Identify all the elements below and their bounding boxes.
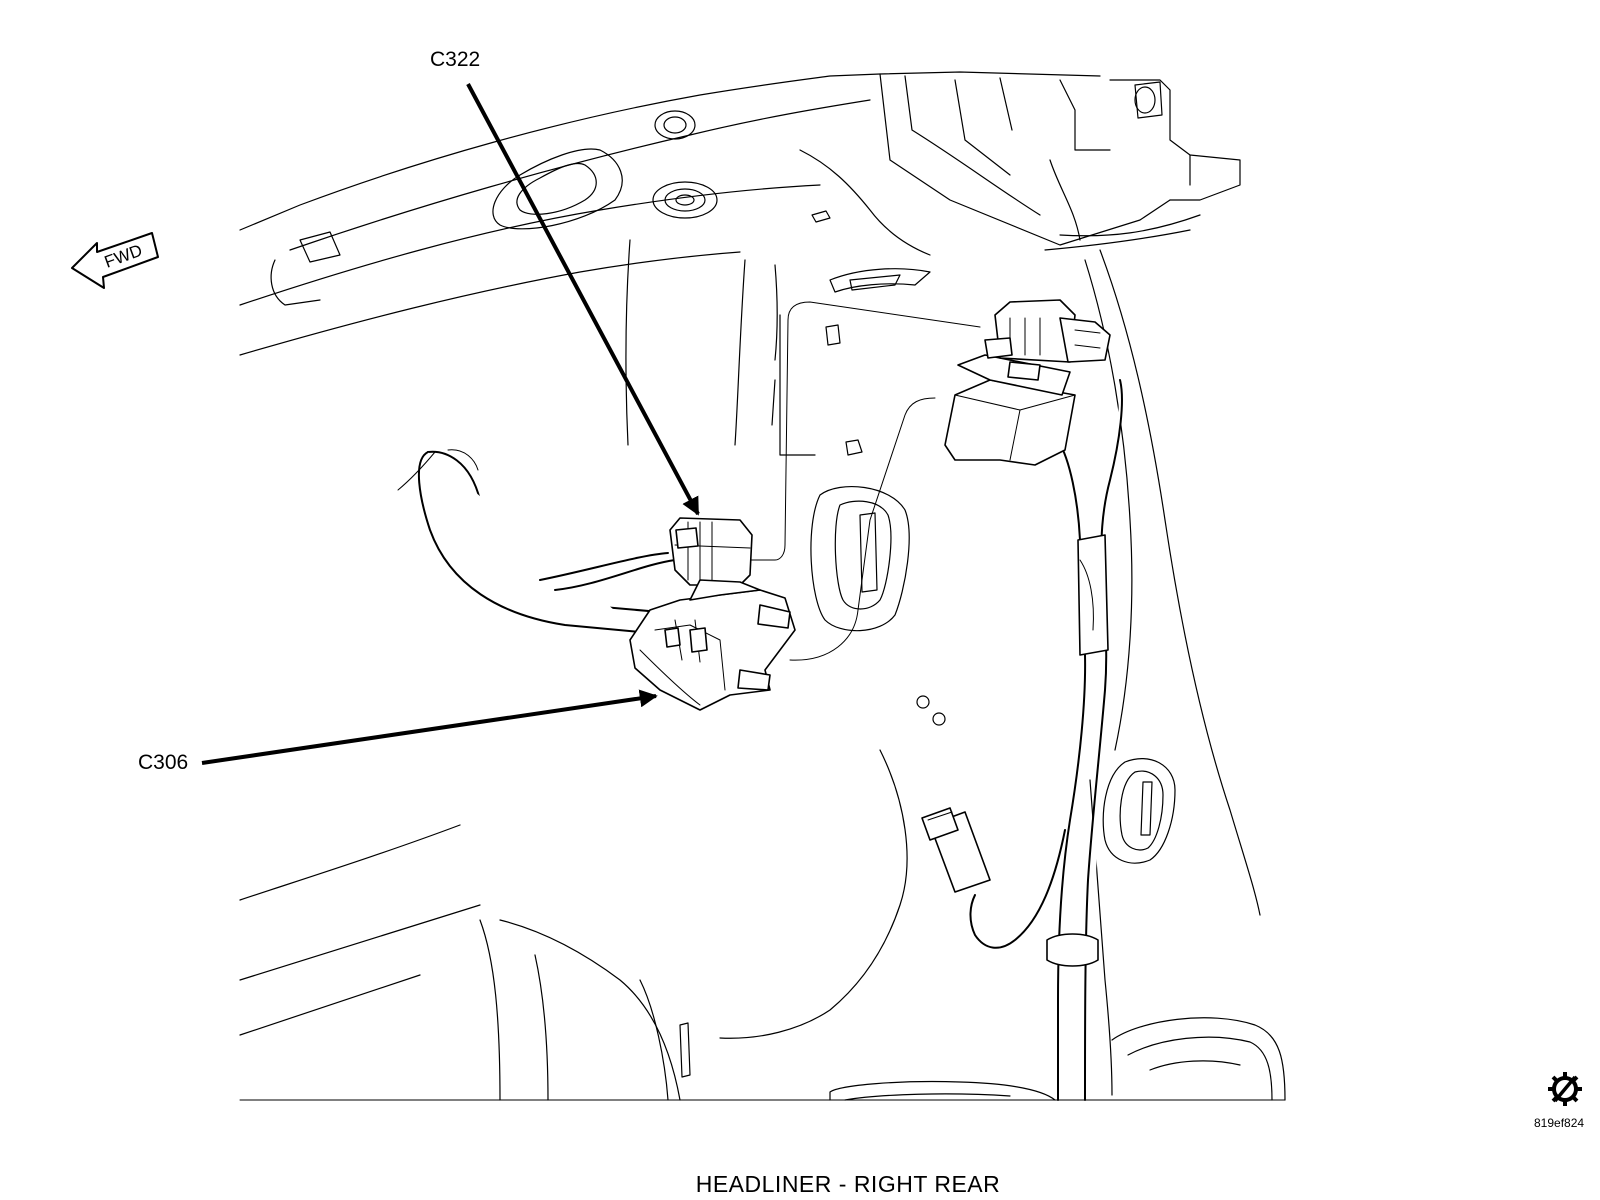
c322-leader-arrow	[466, 83, 700, 516]
wiring-harness	[397, 301, 1123, 1101]
c322-connector	[669, 517, 753, 586]
arrow-left-outline-icon	[71, 232, 159, 289]
gear-wrench-icon	[1548, 1072, 1582, 1106]
upper-connector-assembly	[944, 299, 1111, 466]
c306-connector	[629, 579, 796, 711]
c322-label: C322	[430, 48, 480, 71]
logo	[1548, 1072, 1582, 1106]
callouts: C322 C306	[138, 48, 700, 774]
c306-leader-arrow	[201, 689, 658, 765]
vehicle-body-structure	[239, 71, 1286, 1101]
c306-label: C306	[138, 751, 188, 774]
image-code: 819ef824	[1534, 1116, 1584, 1130]
diagram-title: HEADLINER - RIGHT REAR	[696, 1171, 1001, 1197]
fwd-direction-arrow: FWD	[71, 232, 159, 289]
